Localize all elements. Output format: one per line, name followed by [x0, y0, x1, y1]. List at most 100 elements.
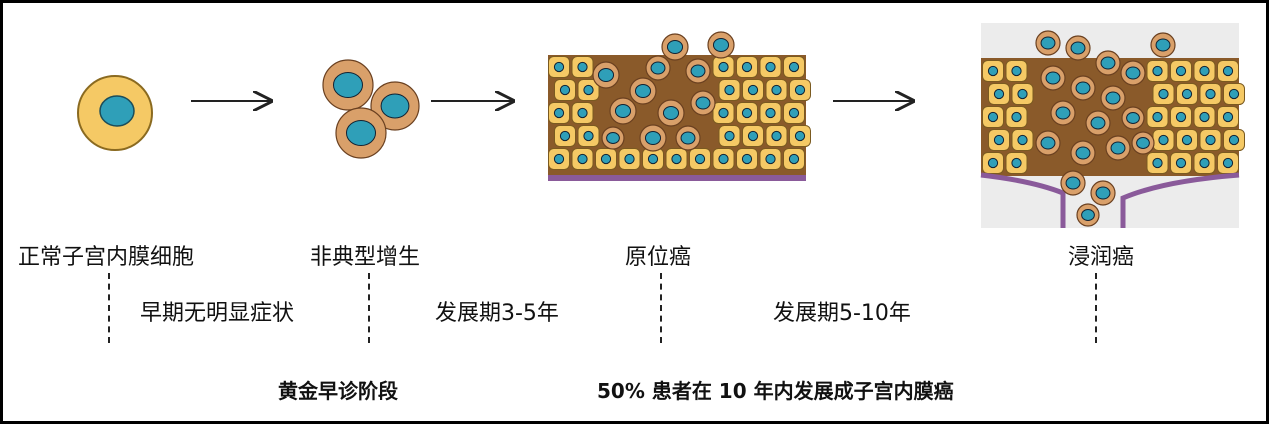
nucleus [644, 131, 662, 145]
nucleus [1181, 134, 1193, 146]
nucleus [1045, 71, 1061, 85]
nucleus [1181, 88, 1193, 100]
nucleus [666, 40, 684, 54]
nucleus [1158, 88, 1169, 100]
nucleus [577, 61, 588, 73]
nucleus [1158, 134, 1169, 146]
nucleus [765, 61, 776, 73]
nucleus [1126, 112, 1140, 124]
nucleus [1222, 111, 1234, 123]
nucleus [650, 61, 666, 75]
nucleus [765, 107, 776, 119]
nucleus [987, 157, 999, 169]
nucleus [1152, 65, 1163, 77]
interval-label: 早期无明显症状 [140, 301, 295, 326]
nucleus [771, 130, 782, 142]
divider-line [108, 273, 110, 343]
nucleus [380, 93, 410, 119]
nucleus [577, 107, 588, 119]
nucleus [1222, 65, 1234, 77]
nucleus [553, 61, 565, 73]
nucleus [690, 64, 706, 78]
nucleus [99, 95, 135, 127]
nucleus [741, 61, 753, 73]
nucleus [741, 107, 753, 119]
nucleus [771, 84, 782, 96]
nucleus [1065, 176, 1081, 190]
nucleus [597, 68, 615, 82]
nucleus [1228, 134, 1240, 146]
nucleus [1081, 209, 1095, 221]
nucleus [1152, 111, 1163, 123]
nucleus [1199, 157, 1210, 169]
nucleus [747, 130, 759, 142]
nucleus [333, 72, 363, 98]
nucleus [993, 88, 1005, 100]
nucleus [614, 104, 632, 118]
divider-line [1095, 273, 1097, 343]
nucleus [1125, 66, 1141, 80]
nucleus [1155, 38, 1171, 52]
nucleus [662, 106, 680, 120]
invasive-carcinoma-illustration [980, 23, 1245, 228]
nucleus [1228, 88, 1240, 100]
statistic-label: 50% 患者在 10 年内发展成子宫内膜癌 [597, 379, 954, 403]
nucleus [1090, 116, 1106, 130]
nucleus [987, 111, 999, 123]
nucleus [1100, 56, 1116, 70]
divider-line [660, 273, 662, 343]
interval-label: 发展期5-10年 [773, 301, 911, 326]
nucleus [788, 107, 800, 119]
nucleus [718, 61, 729, 73]
nucleus [794, 130, 806, 142]
nucleus [694, 153, 706, 165]
nucleus [1175, 111, 1187, 123]
golden-stage-label: 黄金早诊阶段 [278, 379, 398, 403]
normal-cell-illustration [77, 75, 153, 151]
nucleus [553, 107, 565, 119]
nucleus [1199, 111, 1210, 123]
nucleus [671, 153, 682, 165]
hyperplasia-illustration [322, 59, 420, 159]
nucleus [718, 107, 729, 119]
basement-membrane [548, 175, 806, 181]
nucleus [724, 130, 735, 142]
divider-line [368, 273, 370, 343]
nucleus [583, 84, 594, 96]
basement-membrane [980, 172, 1240, 228]
nucleus [1040, 36, 1056, 50]
nucleus [1070, 41, 1086, 55]
nucleus [624, 153, 635, 165]
nucleus [1095, 186, 1111, 200]
nucleus [1055, 106, 1071, 120]
nucleus [647, 153, 659, 165]
nucleus [1175, 157, 1187, 169]
nucleus [747, 84, 759, 96]
nucleus [1105, 91, 1121, 105]
in-situ-carcinoma-illustration [548, 31, 811, 181]
illustrations [77, 23, 1245, 228]
nucleus [1175, 65, 1187, 77]
nucleus [559, 84, 571, 96]
nucleus [1075, 146, 1091, 160]
stage-label-invasive: 浸润癌 [1068, 245, 1135, 270]
nucleus [1017, 88, 1028, 100]
stage-label-normal: 正常子宫内膜细胞 [18, 245, 195, 270]
nucleus [741, 153, 753, 165]
interval-label: 发展期3-5年 [435, 301, 559, 326]
nucleus [1011, 65, 1022, 77]
nucleus [577, 153, 588, 165]
nucleus [1136, 137, 1150, 149]
nucleus [1017, 134, 1028, 146]
nucleus [712, 38, 730, 52]
nucleus [1040, 136, 1056, 150]
nucleus [559, 130, 571, 142]
stage-label-in-situ: 原位癌 [625, 245, 692, 270]
nucleus [600, 153, 612, 165]
nucleus [1110, 141, 1126, 155]
nucleus [788, 61, 800, 73]
nucleus [695, 96, 711, 110]
nucleus [987, 65, 999, 77]
nucleus [346, 120, 376, 146]
